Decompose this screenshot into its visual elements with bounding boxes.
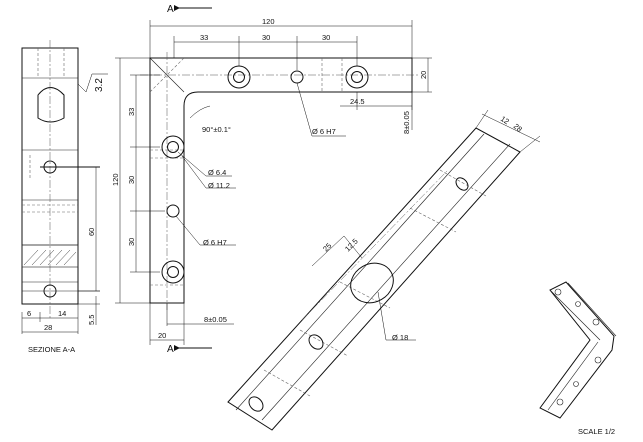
section-letter-bottom: A	[167, 344, 174, 355]
dim-vertical-30b: 30	[127, 238, 136, 246]
front-view	[140, 52, 420, 310]
iso-bore-large	[350, 262, 394, 304]
section-view	[21, 40, 100, 320]
hole-6	[161, 260, 185, 284]
hole-3	[345, 65, 369, 89]
front-view-dimensions: 120 33 30 30 20 24.5 8±0.05 90°±0.1° Ø 6…	[111, 17, 432, 345]
dim-end-offset: 24.5	[350, 97, 365, 106]
label-bore-counter: Ø 11.2	[208, 181, 230, 190]
label-pin-hole-top: Ø 6 H7	[312, 127, 336, 136]
hole-2	[290, 70, 304, 84]
dim-overall-length: 120	[262, 17, 275, 26]
dim-hole-spacing-1: 33	[200, 33, 208, 42]
dim-tolerance-bottom: 8±0.05	[204, 315, 227, 324]
section-marker-top: A	[167, 4, 212, 15]
dim-arm-width: 20	[419, 71, 428, 79]
dim-iso-12: 12	[499, 114, 511, 126]
iso-hole-2	[308, 334, 324, 350]
section-marker-bottom: A	[167, 344, 212, 355]
label-iso-d18: Ø 18	[392, 333, 408, 342]
iso-hole-1	[248, 396, 264, 412]
dim-vertical-30a: 30	[127, 176, 136, 184]
label-pin-hole-left: Ø 6 H7	[203, 238, 227, 247]
dim-vertical-60: 60	[87, 228, 96, 236]
dim-bottom-20: 20	[158, 331, 166, 340]
dim-iso-28: 28	[512, 122, 524, 134]
dim-angle: 90°±0.1°	[202, 125, 231, 134]
roughness-symbol: 3.2	[94, 78, 105, 92]
dim-side-14: 14	[58, 309, 66, 318]
dim-side-5-5: 5.5	[87, 315, 96, 325]
label-bore-small: Ø 6.4	[208, 168, 226, 177]
dim-vertical-120: 120	[111, 173, 120, 186]
dim-side-28: 28	[44, 323, 52, 332]
section-view-dimensions: 6 14 28 60 5.5 3.2 SEZIONE A-A	[21, 73, 108, 354]
section-title: SEZIONE A-A	[28, 345, 75, 354]
isometric-view: 12 28 25 12.5 Ø 18	[227, 109, 541, 431]
section-letter-top: A	[167, 4, 174, 15]
hole-5	[166, 204, 180, 218]
dim-iso-12-5: 12.5	[343, 237, 360, 254]
dim-hole-spacing-2: 30	[262, 33, 270, 42]
dim-tolerance-right: 8±0.05	[402, 111, 411, 134]
dim-iso-25: 25	[321, 241, 333, 253]
dim-hole-spacing-3: 30	[322, 33, 330, 42]
scale-label: SCALE 1/2	[578, 427, 615, 436]
hole-4	[161, 135, 185, 159]
iso-hole-3	[455, 177, 469, 191]
hole-1	[227, 65, 251, 89]
isometric-small-view: SCALE 1/2	[539, 281, 617, 436]
dim-side-6: 6	[27, 309, 31, 318]
dim-vertical-33: 33	[127, 108, 136, 116]
